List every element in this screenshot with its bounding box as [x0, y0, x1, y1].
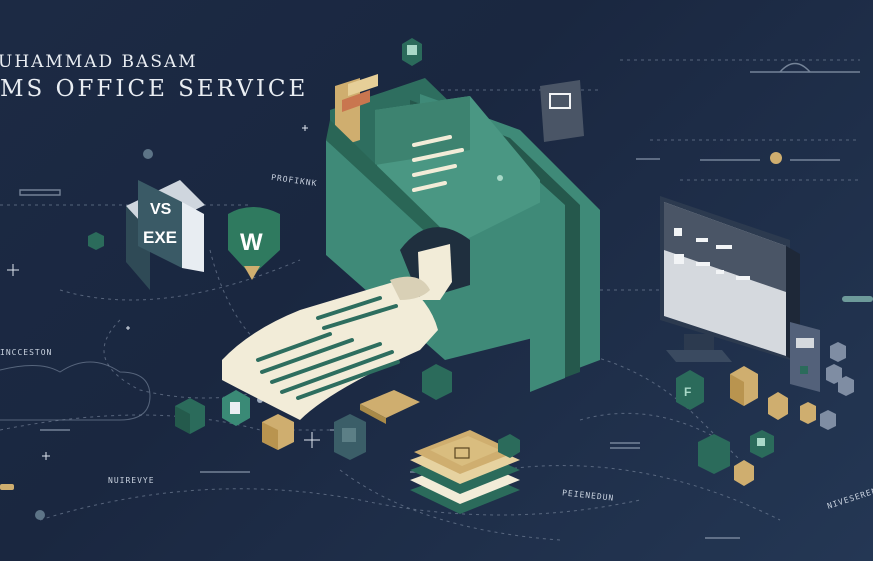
cloud-outline: [0, 361, 151, 421]
cube-icon: F: [676, 342, 854, 486]
annotation-label: INCCESTON: [0, 348, 53, 357]
annotation-label: NUIREVYE: [108, 476, 155, 485]
cube-icon: [88, 232, 452, 460]
monitor-icon: [660, 196, 800, 364]
title-line-1: UHAMMAD BASAM: [0, 52, 198, 72]
exe-book-icon: VS EXE: [126, 180, 205, 290]
exe-vs-text: VS: [150, 201, 172, 218]
svg-text:F: F: [684, 385, 691, 399]
device-icon: [790, 322, 820, 392]
title-line-2: MS OFFICE SERVICE: [0, 76, 309, 102]
exe-exe-text: EXE: [143, 228, 177, 247]
word-letter-text: W: [240, 229, 263, 256]
clipboard-icon: [540, 80, 584, 142]
server-icon: [410, 430, 520, 514]
sheet-badge-icon: [402, 38, 422, 66]
document-icon: [222, 276, 438, 420]
word-shield-icon: W: [228, 207, 280, 280]
